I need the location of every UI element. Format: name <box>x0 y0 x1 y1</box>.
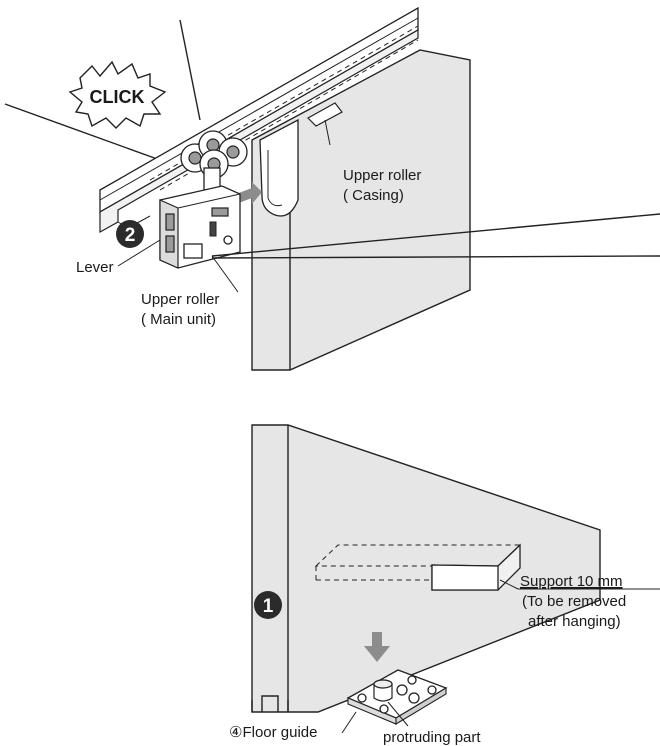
support-label-line1: Support 10 mm <box>520 573 623 590</box>
burst-line-upper <box>179 19 201 121</box>
upper-roller-main-unit <box>159 185 241 269</box>
bottom-illustration: 1 Support 10 mm (To be removed after han… <box>229 424 660 746</box>
upper-roller-casing <box>259 102 343 217</box>
floor-guide-leader <box>341 711 357 734</box>
support-label-line3: after hanging) <box>528 613 621 630</box>
floor-guide-label: ④Floor guide <box>229 724 318 741</box>
support-leader <box>499 579 519 590</box>
casing-label-line1: Upper roller <box>343 167 421 184</box>
click-starburst <box>68 60 167 129</box>
door-panel-bottom <box>251 424 601 713</box>
click-label: CLICK <box>90 87 145 107</box>
support-block <box>314 543 522 591</box>
step-1-number: 1 <box>263 596 274 617</box>
top-illustration: CLICK <box>4 6 660 371</box>
insert-arrow <box>236 182 262 204</box>
step-1-badge: 1 <box>254 591 282 619</box>
main-unit-leader <box>211 255 239 293</box>
step-2-number: 2 <box>125 225 136 246</box>
casing-label-line2: ( Casing) <box>343 187 404 204</box>
protruding-part-label: protruding part <box>383 729 481 746</box>
support-label-line2: (To be removed <box>522 593 626 610</box>
lever-label: Lever <box>76 259 114 276</box>
bottom-groove <box>251 695 289 712</box>
protruding-part-leader <box>387 701 409 727</box>
step-2-badge: 2 <box>116 220 144 248</box>
lever-leader <box>117 239 161 267</box>
floor-guide <box>346 669 448 725</box>
roller-wheels <box>180 130 248 191</box>
main-unit-label-line1: Upper roller <box>141 291 219 308</box>
leader-line-right-lower <box>211 255 660 259</box>
main-unit-label-line2: ( Main unit) <box>141 311 216 328</box>
burst-line-left <box>4 103 161 161</box>
leader-line-right-upper <box>211 213 660 257</box>
down-arrow <box>364 632 390 662</box>
